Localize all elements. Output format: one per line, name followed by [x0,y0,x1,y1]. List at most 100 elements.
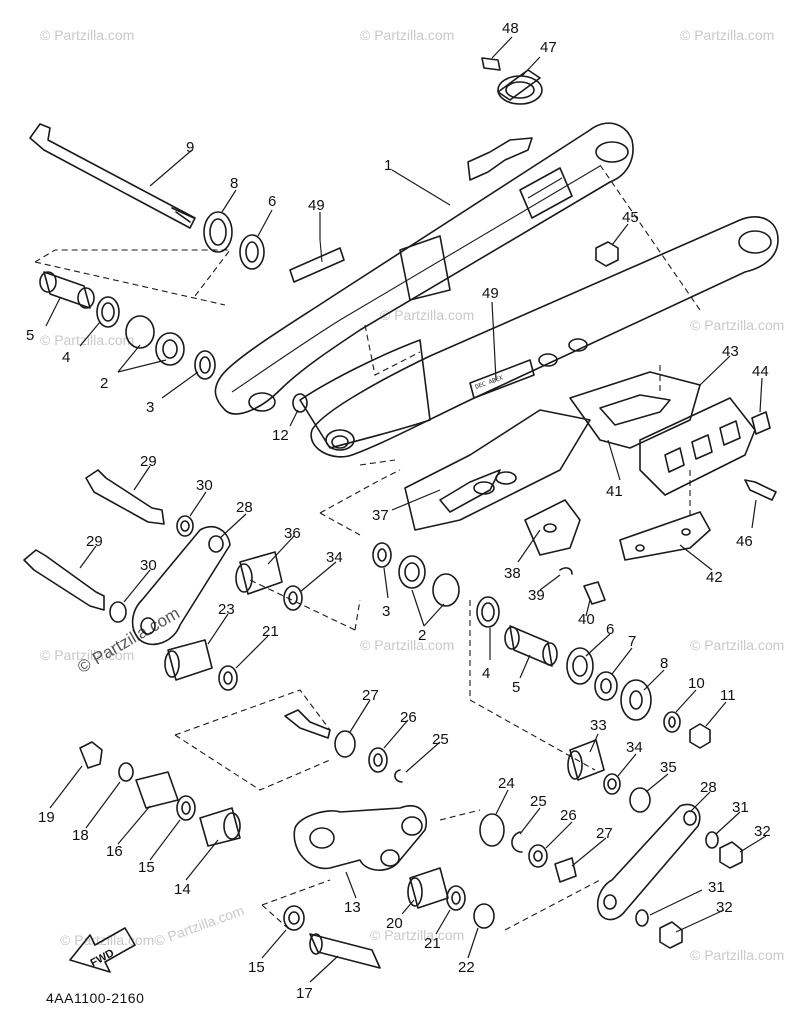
callout: 21 [424,935,441,952]
callout: 5 [26,327,34,344]
callout: 14 [174,881,191,898]
callout: 5 [512,679,520,696]
callout: 13 [344,899,361,916]
chain-guide [569,365,777,561]
callout: 22 [458,959,475,976]
callout: 17 [296,985,313,1002]
callout: 9 [186,139,194,156]
pivot-shaft [29,123,196,229]
callout: 28 [236,499,253,516]
shock-collar-group [567,739,651,813]
callout: 3 [146,399,154,416]
chain-support [404,409,591,556]
watermark: © Partzilla.com [360,637,454,653]
plug-12 [292,393,308,413]
callout: 35 [660,759,677,776]
callout: 38 [504,565,521,582]
collar-group-left [39,271,216,380]
watermark: © Partzilla.com [380,307,474,323]
watermark: © Partzilla.com [370,927,464,943]
nut-45 [595,241,619,267]
lower-left-parts [79,741,241,847]
bolt-group-lower [479,813,577,883]
seal-6 [239,234,265,270]
callout: 49 [308,197,325,214]
callout: 34 [626,739,643,756]
callout: 18 [72,827,89,844]
callout: 1 [384,157,392,174]
watermark: © Partzilla.com [690,947,784,963]
callout: 23 [218,601,235,618]
diagram-code: 4AA1100-2160 [46,990,145,1006]
connecting-rod [293,805,427,871]
callout: 21 [262,623,279,640]
callout: 34 [326,549,343,566]
watermark: © Partzilla.com [40,332,134,348]
callout: 43 [722,343,739,360]
pin-17 [309,933,381,969]
bolt-group-upper [284,709,403,783]
callout: 10 [688,675,705,692]
watermark: © Partzilla.com [60,932,154,948]
callout: 15 [248,959,265,976]
callout: 29 [140,453,157,470]
callout: 46 [736,533,753,550]
callout: 20 [386,915,403,932]
callout: 3 [382,603,390,620]
callout: 27 [596,825,613,842]
callout: 44 [752,363,769,380]
callout: 27 [362,687,379,704]
callout: 4 [62,349,70,366]
collar-15-lower [283,905,305,931]
watermarks: © Partzilla.com © Partzilla.com © Partzi… [40,27,784,963]
pin-17-end [309,933,323,955]
callout: 40 [578,611,595,628]
watermark: © Partzilla.com [690,317,784,333]
callout: 39 [528,587,545,604]
callout: 8 [230,175,238,192]
callout: 37 [372,507,389,524]
callouts: 48 47 9 8 6 49 1 45 49 5 4 2 3 12 43 44 … [26,20,771,1002]
fwd-label: FWD [88,947,116,969]
watermark: © Partzilla.com [152,902,246,949]
bearing-8-inner [209,218,227,246]
callout: 49 [482,285,499,302]
collar-15-lower-inner [288,911,300,925]
callout: 8 [660,655,668,672]
callout: 30 [196,477,213,494]
callout: 26 [560,807,577,824]
callout: 15 [138,859,155,876]
chain-slider-bolt [481,57,543,105]
callout: 32 [716,899,733,916]
watermark: © Partzilla.com [690,637,784,653]
callout: 12 [272,427,289,444]
callout: 25 [530,793,547,810]
clip-39 [559,567,573,575]
callout: 31 [732,799,749,816]
swingarm: DEC ABEX [214,122,779,458]
callout: 4 [482,665,490,682]
callout: 25 [432,731,449,748]
callout: 7 [628,633,636,650]
callout: 47 [540,39,557,56]
callout: 6 [268,193,276,210]
watermark: © Partzilla.com [360,27,454,43]
bolt-40 [583,581,606,605]
callout: 11 [720,687,736,704]
callout: 42 [706,569,723,586]
collar-group-right [372,542,711,749]
watermark: © Partzilla.com [680,27,774,43]
callout: 48 [502,20,519,37]
callout: 28 [700,779,717,796]
callout: 16 [106,843,123,860]
callout: 36 [284,525,301,542]
callout: 19 [38,809,55,826]
leader-lines [45,36,767,983]
watermark: © Partzilla.com [40,647,134,663]
callout: 2 [100,375,108,392]
callout: 41 [606,483,623,500]
callout: 45 [622,209,639,226]
relay-arm-group [23,469,303,691]
watermark: © Partzilla.com [40,27,134,43]
